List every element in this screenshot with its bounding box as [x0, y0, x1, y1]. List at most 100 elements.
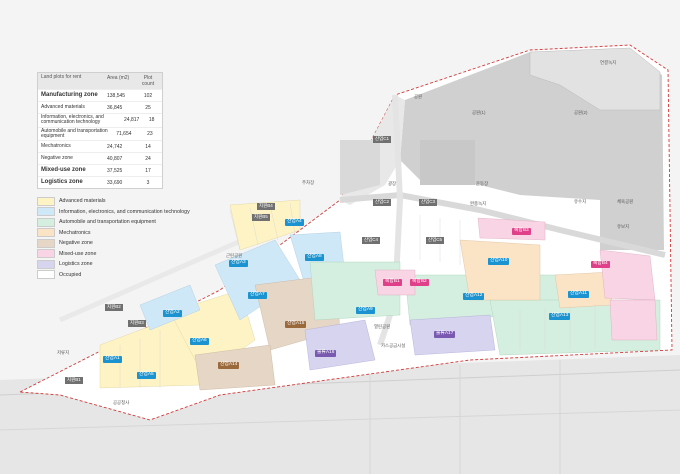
row-count: 25 — [145, 104, 151, 111]
table-header: Land plots for rent Area (m2) Plot count — [38, 73, 162, 89]
row-name: Advanced materials — [41, 103, 85, 110]
place-label: 운동장 — [476, 181, 489, 186]
grey-tag-c2[interactable]: 산업C2 — [373, 199, 392, 206]
row-count: 102 — [143, 92, 153, 99]
legend-item: Mixed-use zone — [37, 249, 190, 260]
row-count: 18 — [148, 117, 155, 124]
zone-tag-a2[interactable]: 산업A2 — [163, 310, 182, 317]
row-count: 24 — [145, 155, 151, 162]
grey-tag-c4[interactable]: 산업C4 — [362, 237, 381, 244]
zone-tag-a17[interactable]: 물류A17 — [434, 331, 456, 338]
row-area: 40,807 — [107, 155, 123, 162]
legend-item: Mechatronics — [37, 228, 190, 239]
zone-tag-a8[interactable]: 산업A8 — [305, 254, 324, 261]
grey-tag-b4[interactable]: 지원B4 — [257, 203, 275, 210]
zone-tag-b2[interactable]: 복합B2 — [410, 279, 429, 286]
header-area: Area (m2) — [107, 75, 130, 81]
row-count: 23 — [147, 130, 153, 137]
row-name: Negative zone — [41, 154, 73, 161]
legend-item: Automobile and transportation equipment — [37, 217, 190, 228]
legend-swatch — [37, 196, 55, 206]
zone-tag-b3[interactable]: 복합B3 — [512, 228, 531, 235]
row-name: Mechatronics — [41, 142, 71, 149]
row-name: Manufacturing zone — [41, 92, 98, 99]
row-count: 3 — [146, 179, 150, 186]
row-name: Automobile and transportation equipment — [41, 127, 108, 139]
zone-tag-a11[interactable]: 산업A11 — [568, 291, 590, 298]
legend-item: Occupied — [37, 270, 190, 281]
legend-swatch — [37, 228, 55, 238]
grey-tag-b2[interactable]: 지원B2 — [105, 304, 123, 311]
place-label: 열린공원 — [374, 324, 391, 329]
place-label: 공원 — [414, 94, 423, 99]
grey-tag-b5[interactable]: 지원B5 — [252, 214, 270, 221]
place-label: 공원(2) — [574, 110, 588, 115]
place-label: 연결녹지 — [600, 60, 617, 65]
place-label: 완충녹지 — [470, 201, 487, 206]
zone-tag-a15[interactable]: 산업A15 — [285, 321, 307, 328]
legend-label: Automobile and transportation equipment — [59, 219, 156, 226]
grey-tag-c3[interactable]: 산업C3 — [419, 199, 438, 206]
row-area: 138,545 — [107, 92, 126, 99]
zone-tag-a10[interactable]: 산업A10 — [488, 258, 510, 265]
legend-label: Advanced materials — [59, 198, 106, 205]
row-area: 24,742 — [107, 143, 123, 150]
legend-label: Occupied — [59, 271, 82, 278]
table-row: Information, electronics, and communicat… — [38, 113, 162, 127]
place-label: 유수지 — [574, 199, 587, 204]
legend-item: Logistics zone — [37, 259, 190, 270]
legend-swatch — [37, 207, 55, 217]
table-row: Advanced materials 36,845 25 — [38, 101, 162, 113]
zone-tag-a13[interactable]: 산업A13 — [549, 313, 571, 320]
zone-tag-a7[interactable]: 산업A7 — [248, 292, 267, 299]
place-label: 가스공급시설 — [381, 343, 406, 348]
place-label: 광장 — [388, 181, 397, 186]
legend-label: Information, electronics, and communicat… — [59, 208, 190, 215]
row-name: Logistics zone — [41, 179, 83, 186]
zone-tag-a1[interactable]: 산업A1 — [103, 356, 122, 363]
zone-tag-b4[interactable]: 복합B4 — [591, 261, 610, 268]
grey-tag-b1[interactable]: 지원B1 — [65, 377, 83, 384]
place-label: 근린공원 — [226, 253, 243, 258]
legend-swatch — [37, 249, 55, 259]
table-row: Mixed-use zone 37,525 17 — [38, 164, 162, 176]
table-row: Negative zone 40,807 24 — [38, 152, 162, 164]
header-land-plots: Land plots for rent — [41, 74, 82, 80]
row-area: 71,654 — [116, 130, 132, 137]
grey-tag-c5[interactable]: 산업C5 — [426, 237, 445, 244]
row-count: 17 — [145, 167, 151, 174]
row-name: Mixed-use zone — [41, 167, 86, 174]
zone-tag-a16[interactable]: 물류A16 — [315, 350, 337, 357]
row-name: Information, electronics, and communicat… — [41, 114, 104, 126]
row-area: 37,525 — [107, 167, 123, 174]
legend-swatch — [37, 238, 55, 248]
zone-tag-a4[interactable]: 산업A4 — [285, 219, 304, 226]
place-label: 유보지 — [617, 224, 630, 229]
zone-tag-b1[interactable]: 복합B1 — [383, 279, 402, 286]
place-label: 공원(1) — [472, 110, 486, 115]
grey-tag-c1[interactable]: 산업C1 — [373, 136, 392, 143]
zone-tag-a9[interactable]: 산업A9 — [356, 307, 375, 314]
legend-label: Negative zone — [59, 240, 93, 247]
legend-item: Advanced materials — [37, 196, 190, 207]
zone-tag-a3[interactable]: 산업A3 — [229, 260, 248, 267]
legend-item: Information, electronics, and communicat… — [37, 207, 190, 218]
row-area: 24,817 — [124, 117, 140, 124]
grey-tag-b3[interactable]: 지원B3 — [128, 320, 146, 327]
zone-tag-a5[interactable]: 산업A5 — [137, 372, 156, 379]
table-row: Automobile and transportation equipment 7… — [38, 126, 162, 141]
map-legend: Advanced materials Information, electron… — [37, 196, 190, 280]
zone-tag-a12[interactable]: 산업A12 — [463, 293, 485, 300]
row-area: 33,690 — [107, 179, 123, 186]
zone-tag-a6[interactable]: 산업A6 — [190, 338, 209, 345]
place-label: 저류지 — [57, 350, 70, 355]
legend-swatch — [37, 259, 55, 269]
zone-tag-a14[interactable]: 산업A14 — [218, 362, 240, 369]
legend-swatch — [37, 270, 55, 280]
table-row: Manufacturing zone 138,545 102 — [38, 89, 162, 101]
row-area: 36,845 — [107, 104, 123, 111]
place-label: 주차장 — [302, 180, 315, 185]
legend-label: Logistics zone — [59, 261, 93, 268]
